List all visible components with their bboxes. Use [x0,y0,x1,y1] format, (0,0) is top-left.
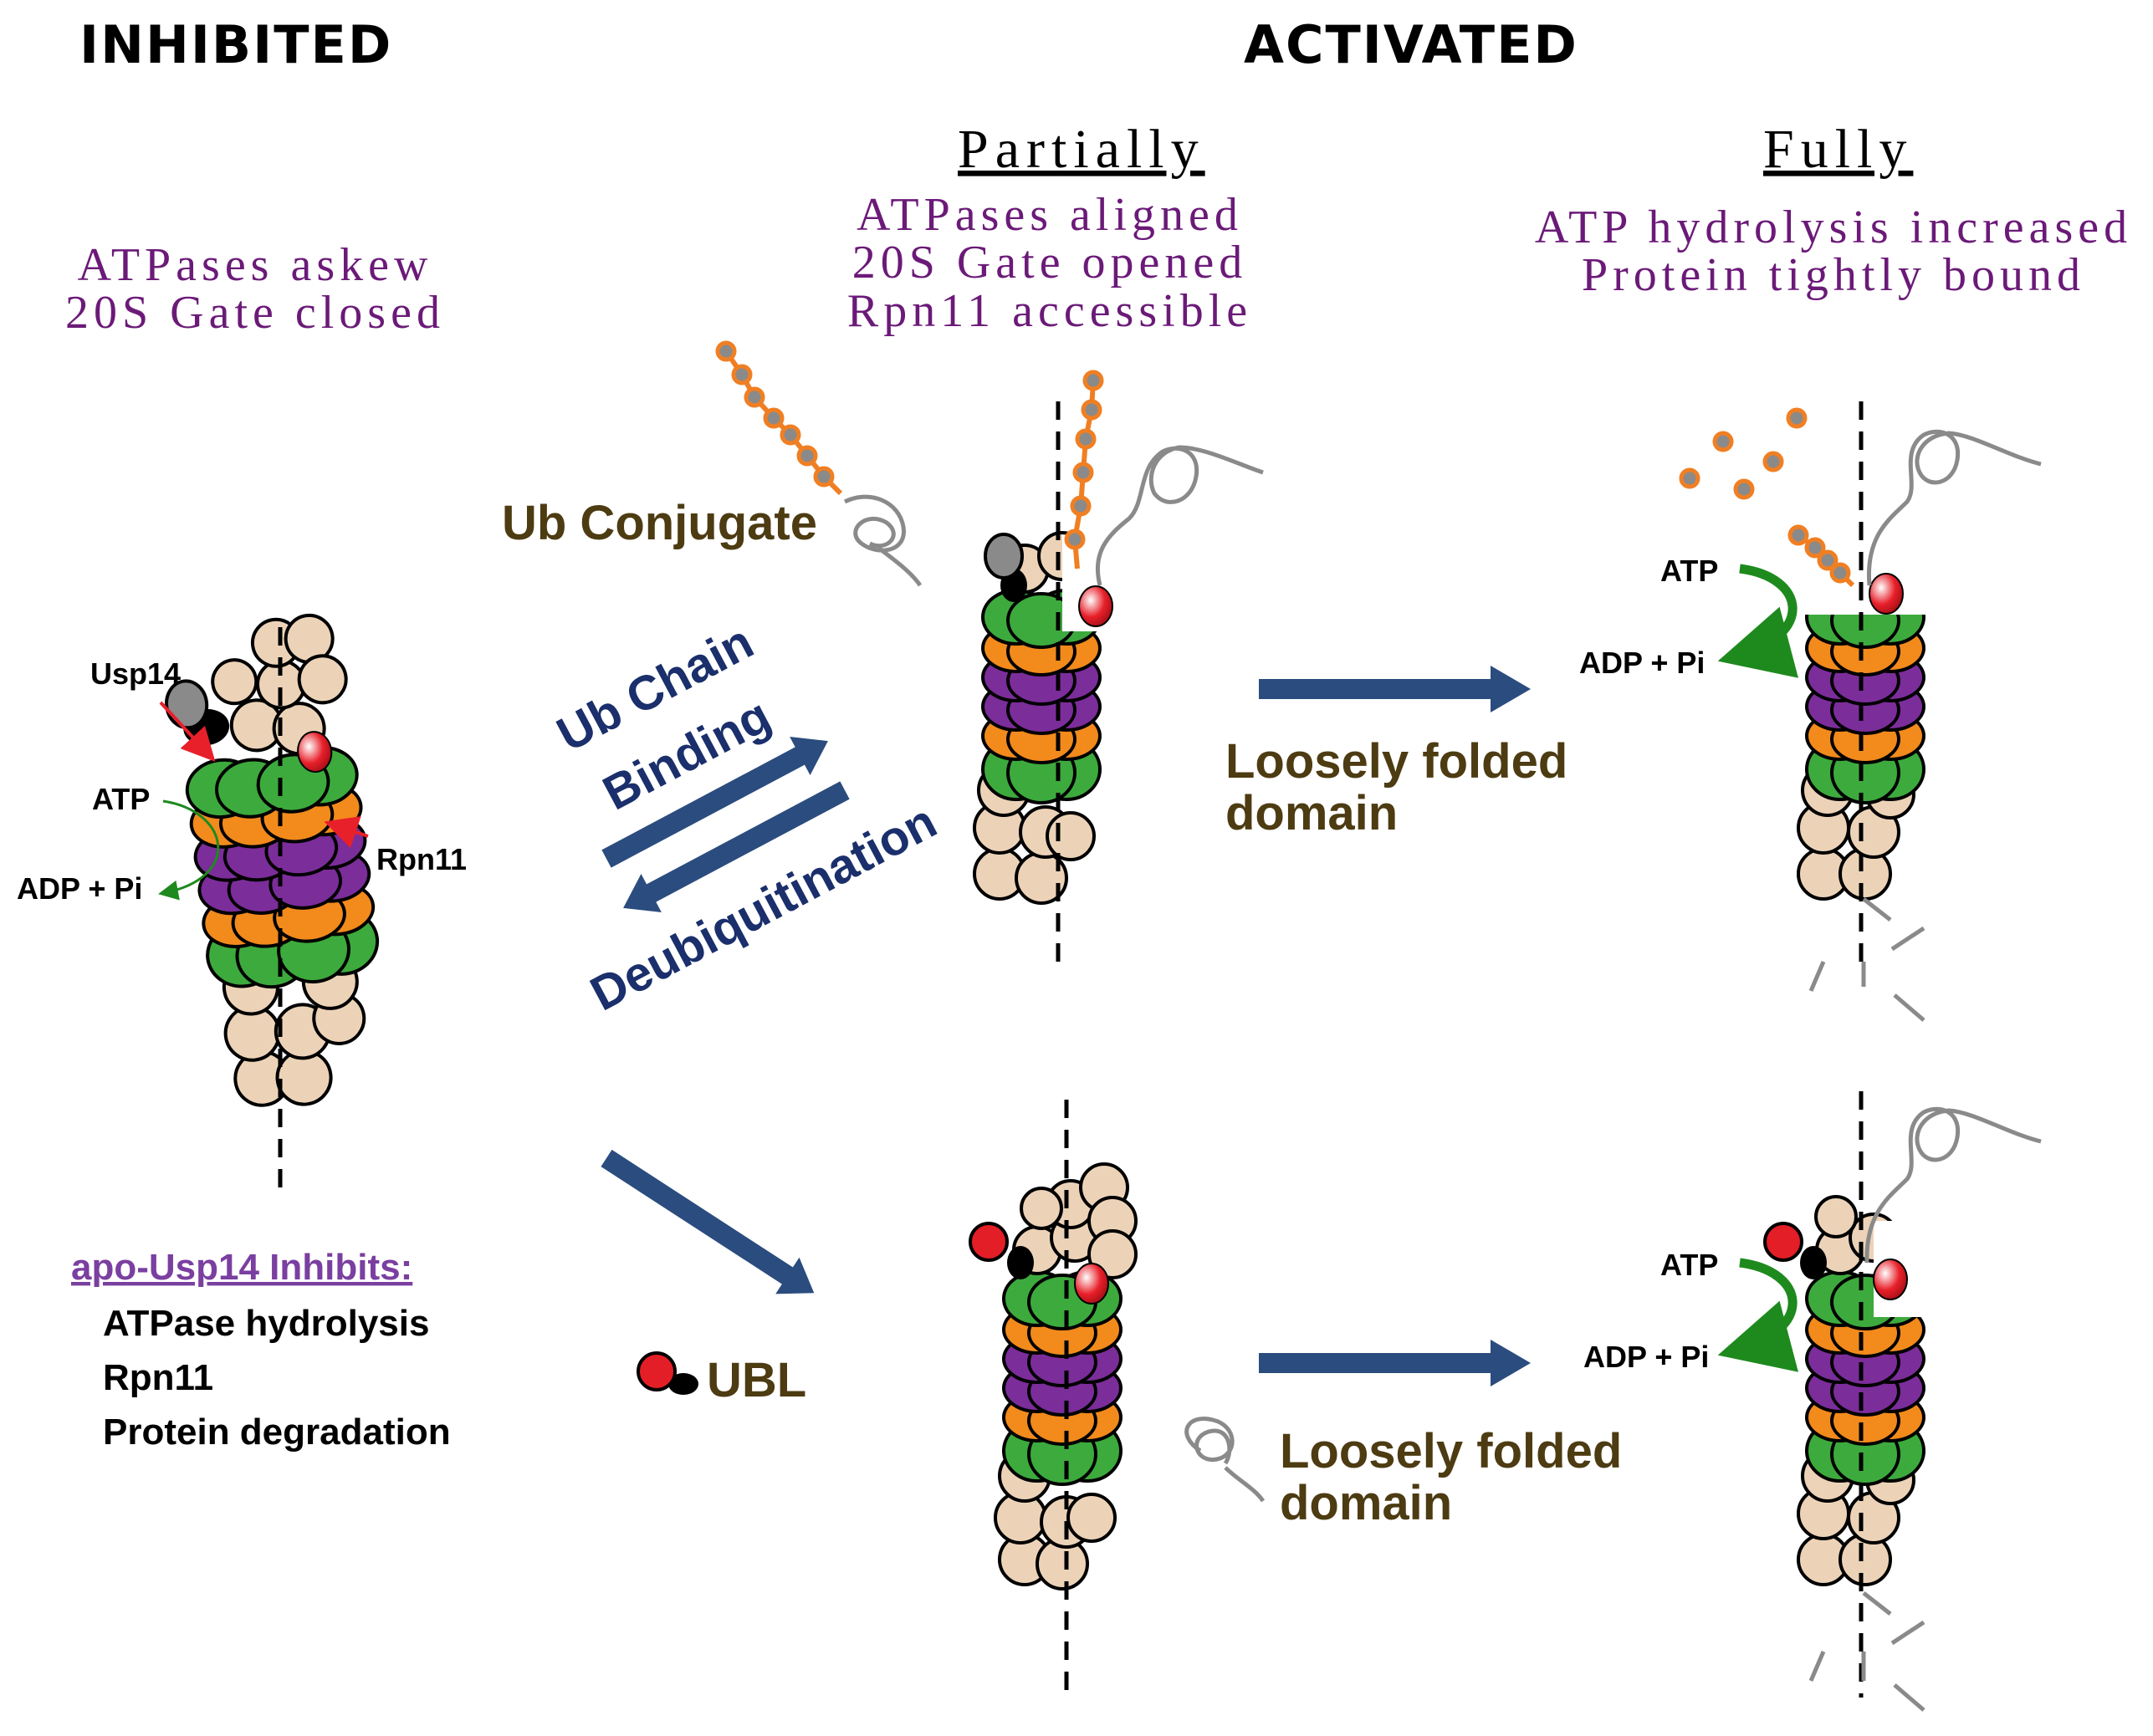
partial-to-full-arrow-top [1259,666,1531,712]
state-partial-1: ATPases aligned [857,189,1243,241]
label-adp-pi-inhibited: ADP + Pi [17,871,142,906]
label-loosely-folded-top-2: domain [1225,786,1398,840]
ub-chain-binding-arrow [601,737,828,868]
state-inhibited-2: 20S Gate closed [65,287,445,339]
label-rpn11: Rpn11 [376,842,467,876]
proteasome-full-top [1679,407,1949,901]
label-adp-pi-full-top: ADP + Pi [1579,646,1705,680]
substrate-strand-full-bottom [1864,1106,2042,1264]
degradation-fragments-top [1808,897,1925,1022]
state-full-2: Protein tightly bound [1582,249,2085,301]
header-activated: ACTIVATED [1244,14,1578,75]
label-ub-conjugate: Ub Conjugate [502,496,817,550]
state-partial-3: Rpn11 accessible [847,285,1252,337]
deubiquitination-arrow [623,781,850,912]
degradation-fragments-bottom [1808,1591,1925,1712]
label-adp-pi-full-bottom: ADP + Pi [1583,1340,1709,1374]
inhibits-item-2: Rpn11 [103,1357,213,1398]
ub-conjugate-chain [715,340,843,496]
atp-cycle-arrow-full-bottom [1717,1258,1799,1372]
label-atp-full-bottom: ATP [1660,1248,1718,1282]
label-atp-inhibited: ATP [92,782,150,816]
inhibits-item-1: ATPase hydrolysis [103,1303,429,1344]
atp-cycle-arrow-full-top [1717,564,1799,678]
proteasome-full-bottom [1763,1195,1949,1586]
label-atp-full-top: ATP [1660,554,1718,588]
inhibits-title: apo-Usp14 Inhibits: [71,1247,412,1288]
unfolded-protein-tangle-1 [843,494,923,587]
atp-cycle-arrow-inhibited [158,799,220,901]
usp14-arrow [159,701,216,762]
proteasome-ubl-bound [969,1162,1138,1590]
label-loosely-folded-bottom-1: Loosely folded [1280,1424,1622,1478]
ub-chain-partial [1064,370,1104,569]
subheader-fully: Fully [1763,119,1913,180]
subheader-partially: Partially [958,119,1205,180]
substrate-strand-full-top [1866,429,2042,586]
substrate-strand-partial [1095,445,1264,586]
rpn11-arrow [324,816,369,849]
unfolded-protein-tangle-2 [1184,1417,1266,1503]
label-usp14: Usp14 [90,656,181,691]
proteasome-partial [973,531,1129,905]
partial-to-full-arrow-bottom [1259,1340,1531,1386]
header-inhibited: INHIBITED [79,14,392,75]
state-full-1: ATP hydrolysis increased [1535,202,2132,253]
inhibits-item-3: Protein degradation [103,1412,451,1453]
proteasome-inhibited [165,613,380,1107]
ubl-pathway-arrow [601,1149,815,1294]
state-partial-2: 20S Gate opened [852,237,1248,288]
label-ubl: UBL [707,1353,806,1407]
label-loosely-folded-top-1: Loosely folded [1225,734,1567,789]
ubl-free [637,1351,698,1395]
label-loosely-folded-bottom-2: domain [1280,1476,1452,1530]
state-inhibited-1: ATPases askew [78,239,433,291]
